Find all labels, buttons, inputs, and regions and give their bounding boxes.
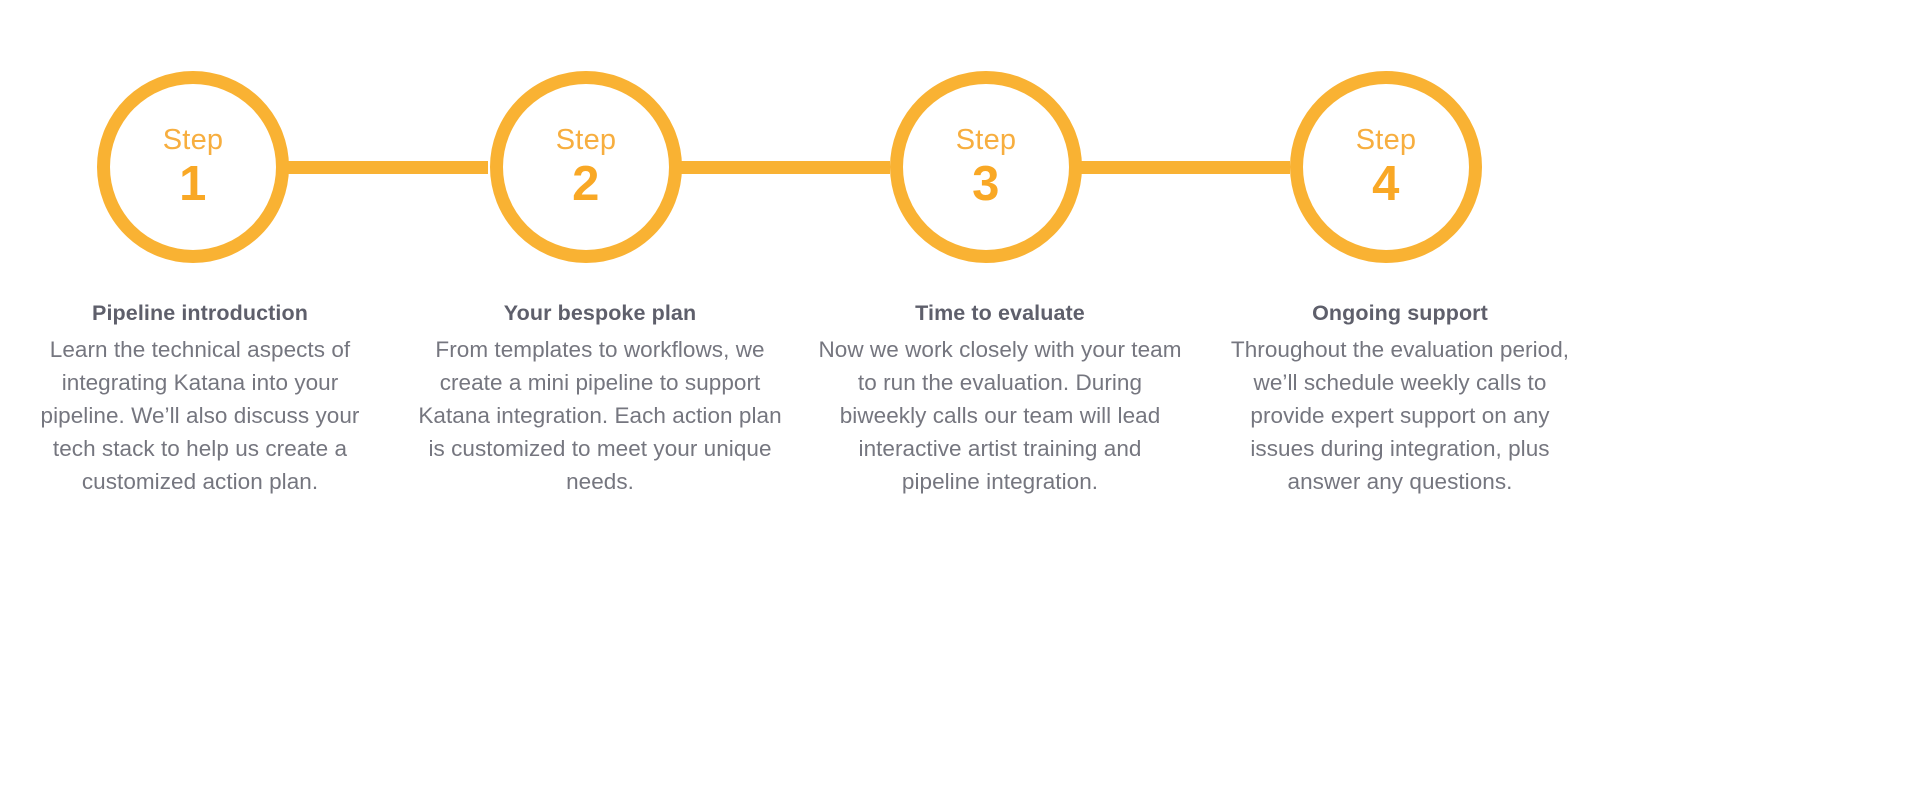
step-body-2: From templates to workflows, we create a… xyxy=(418,336,782,494)
step-label-4: Step xyxy=(1355,123,1417,156)
step-description-1: Pipeline introduction Learn the technica… xyxy=(0,300,400,498)
step-body-1: Learn the technical aspects of integrati… xyxy=(40,336,360,494)
step-label-1: Step xyxy=(162,123,224,156)
step-number-1: 1 xyxy=(179,156,207,211)
step-body-3: Now we work closely with your team to ru… xyxy=(818,336,1182,494)
step-heading-3: Time to evaluate xyxy=(915,301,1085,325)
step-body-4: Throughout the evaluation period, we’ll … xyxy=(1230,336,1570,494)
step-description-3: Time to evaluate Now we work closely wit… xyxy=(800,300,1200,498)
step-heading-4: Ongoing support xyxy=(1312,301,1488,325)
step-circle-3[interactable]: Step 3 xyxy=(890,71,1082,263)
step-description-2: Your bespoke plan From templates to work… xyxy=(400,300,800,498)
step-description-4: Ongoing support Throughout the evaluatio… xyxy=(1200,300,1600,498)
step-number-3: 3 xyxy=(972,156,1000,211)
step-number-2: 2 xyxy=(572,156,600,211)
step-circle-4[interactable]: Step 4 xyxy=(1290,71,1482,263)
step-heading-1: Pipeline introduction xyxy=(92,301,308,325)
step-number-4: 4 xyxy=(1372,156,1400,211)
step-heading-2: Your bespoke plan xyxy=(503,301,697,325)
step-descriptions-row: Pipeline introduction Learn the technica… xyxy=(0,300,1920,498)
step-label-2: Step xyxy=(555,123,617,156)
step-label-3: Step xyxy=(955,123,1017,156)
step-circle-1[interactable]: Step 1 xyxy=(97,71,289,263)
step-circle-2[interactable]: Step 2 xyxy=(490,71,682,263)
step-circles-row: Step 1 Step 2 Step 3 Step 4 xyxy=(0,0,1920,300)
